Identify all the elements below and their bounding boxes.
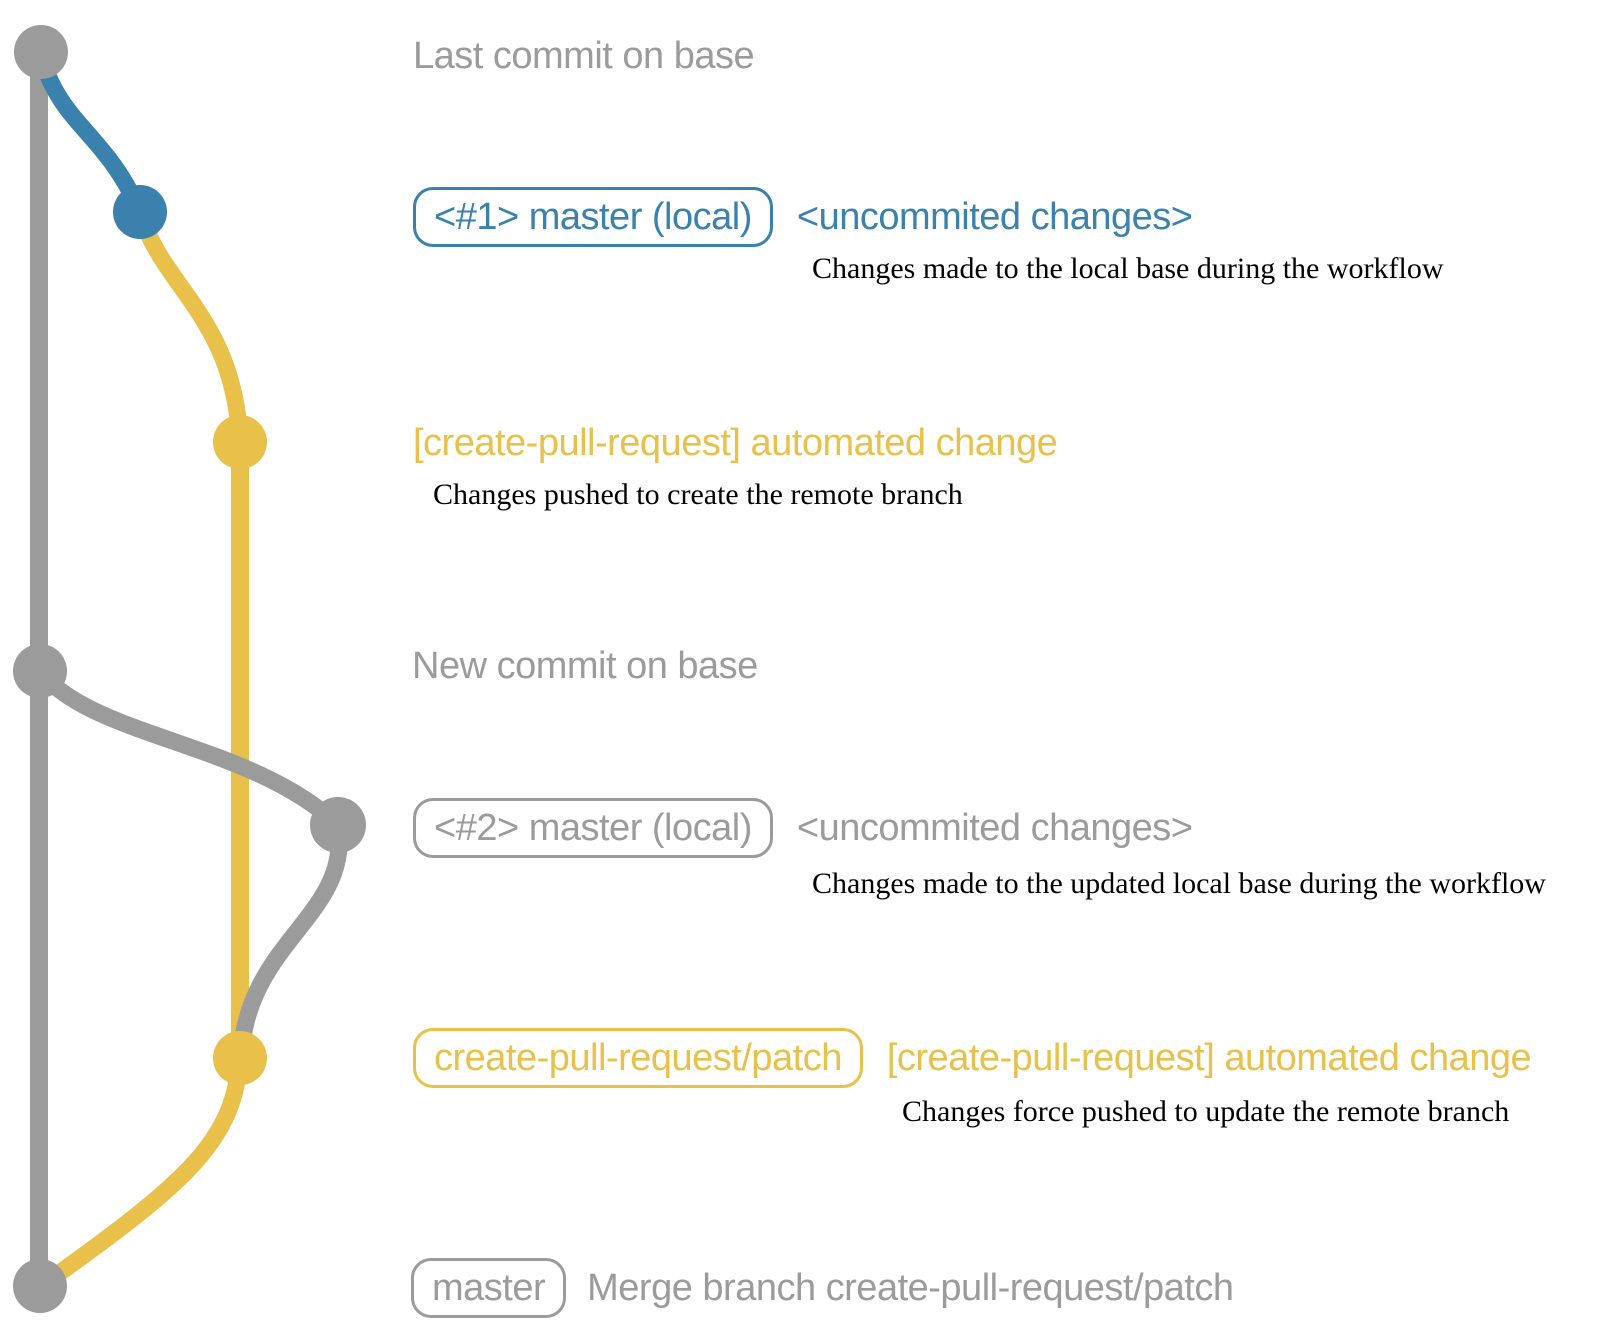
branch-badge-master-local-2: <#2> master (local)	[413, 798, 773, 858]
branch-badge-master: master	[411, 1258, 567, 1318]
commit-message-merge: Merge branch create-pull-request/patch	[587, 1267, 1234, 1309]
commit-note-remote-2: Changes force pushed to update the remot…	[902, 1095, 1510, 1128]
base-branch-curve-2	[232, 816, 348, 1064]
commit-dot-new-base	[13, 644, 67, 698]
commit-dot-remote-2	[213, 1031, 267, 1085]
commit-row-local-2: <#2> master (local) <uncommited changes>…	[413, 798, 1546, 904]
branch-badge-patch: create-pull-request/patch	[413, 1028, 863, 1088]
commit-note-local-1: Changes made to the local base during th…	[812, 252, 1444, 285]
commit-message-local-1: <uncommited changes>	[796, 196, 1193, 238]
remote-branch-curve-merge	[35, 1049, 249, 1293]
branch-badge-master-local-1: <#1> master (local)	[413, 187, 773, 247]
commit-row-local-1: <#1> master (local) <uncommited changes>…	[413, 187, 1444, 289]
commit-dot-last-base	[14, 25, 68, 79]
commit-note-remote-1: Changes pushed to create the remote bran…	[433, 478, 963, 511]
annotation-new-commit: New commit on base	[412, 643, 758, 689]
commit-dot-remote-1	[213, 415, 267, 469]
base-branch-curve-1	[31, 662, 347, 834]
commit-row-merge: master Merge branch create-pull-request/…	[411, 1258, 1234, 1318]
commit-dot-local-1	[113, 185, 167, 239]
commit-row-remote-2: create-pull-request/patch [create-pull-r…	[413, 1028, 1532, 1132]
commit-message-remote-2: [create-pull-request] automated change	[886, 1037, 1532, 1079]
annotation-last-commit: Last commit on base	[413, 33, 755, 79]
last-commit-label: Last commit on base	[413, 35, 755, 77]
new-commit-label: New commit on base	[412, 645, 758, 687]
commit-dot-merge	[13, 1259, 67, 1313]
commit-message-local-2: <uncommited changes>	[796, 807, 1193, 849]
commit-dot-local-2	[310, 797, 366, 853]
commit-message-remote-1: [create-pull-request] automated change	[413, 422, 1058, 464]
local-branch-curve	[32, 46, 149, 221]
remote-branch-curve-top	[131, 203, 249, 451]
commit-row-remote-1: [create-pull-request] automated change C…	[413, 421, 1058, 515]
commit-note-local-2: Changes made to the updated local base d…	[812, 867, 1546, 900]
